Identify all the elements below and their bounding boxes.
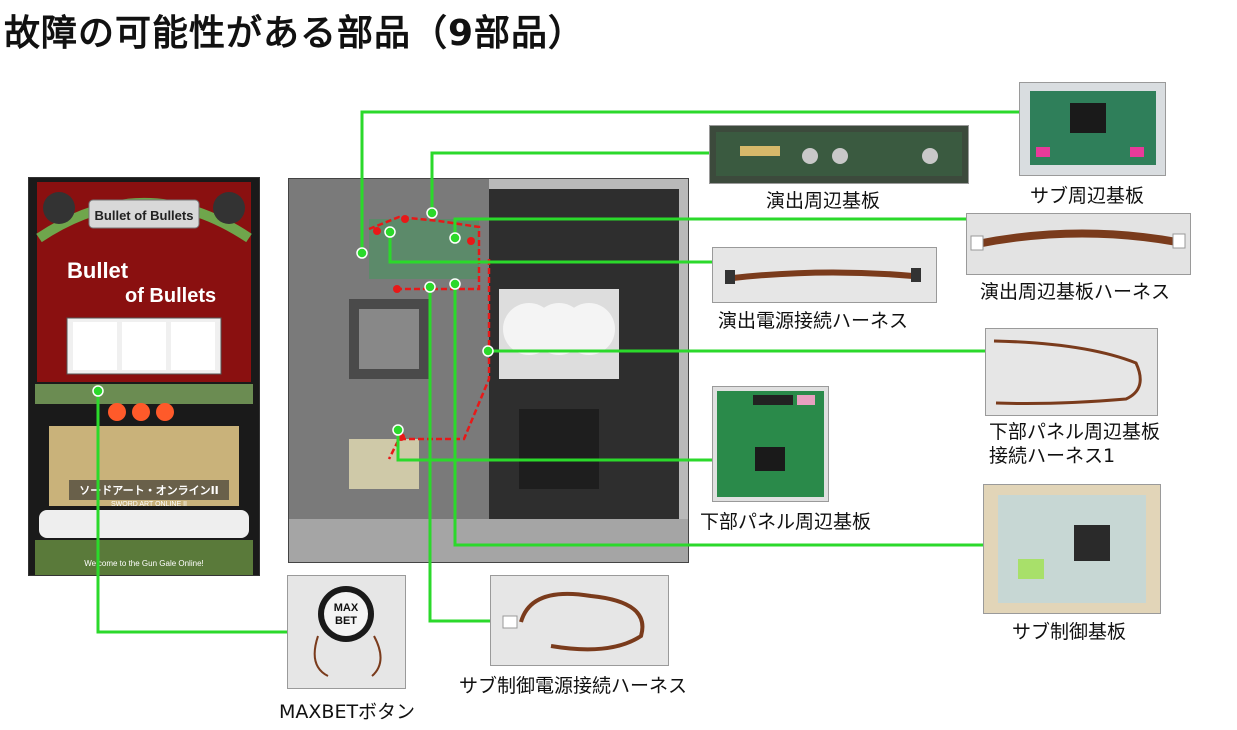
connector-sub-peripheral-board bbox=[360, 110, 1019, 253]
logo-line2: of Bullets bbox=[125, 285, 216, 307]
logo-line1: Bullet bbox=[67, 258, 129, 283]
bottom-text: Welcome to the Gun Gale Online! bbox=[84, 559, 203, 568]
caption-lower-panel-harness: 下部パネル周辺基板 接続ハーネス1 bbox=[989, 420, 1160, 468]
connector-dot-effect-peripheral-board bbox=[426, 207, 438, 219]
page-title: 故障の可能性がある部品（9部品） bbox=[4, 13, 586, 54]
top-badge-text: Bullet of Bullets bbox=[95, 208, 194, 223]
caption-maxbet-button: MAXBETボタン bbox=[279, 701, 416, 723]
connector-dot-lower-panel-harness bbox=[482, 345, 494, 357]
connector-dot-maxbet-button bbox=[92, 385, 104, 397]
caption-sub-peripheral-board: サブ周辺基板 bbox=[1030, 185, 1145, 207]
connector-effect-peripheral-harness bbox=[453, 217, 966, 238]
connector-sub-control-board bbox=[453, 284, 983, 547]
anime-sub-text: SWORD ART ONLINE II bbox=[111, 501, 187, 508]
connector-sub-control-power-harness bbox=[428, 287, 490, 623]
caption-effect-peripheral-harness: 演出周辺基板ハーネス bbox=[980, 281, 1171, 303]
caption-effect-peripheral-board: 演出周辺基板 bbox=[766, 190, 881, 212]
maxbet-cap-line2: BET bbox=[335, 615, 357, 627]
photo-effect-peripheral-harness bbox=[966, 213, 1191, 275]
connector-lower-panel-board bbox=[396, 430, 712, 462]
photo-sub-control-board bbox=[983, 484, 1161, 614]
connector-effect-power-harness bbox=[388, 232, 712, 264]
photo-sub-peripheral-board bbox=[1019, 82, 1166, 176]
connector-dot-sub-control-power-harness bbox=[424, 281, 436, 293]
photo-effect-power-harness bbox=[712, 247, 937, 303]
anime-logo-text: ソードアート・オンラインII bbox=[79, 484, 219, 497]
connector-dot-lower-panel-board bbox=[392, 424, 404, 436]
caption-lower-panel-harness-line1: 下部パネル周辺基板 bbox=[989, 421, 1161, 443]
photo-lower-panel-harness bbox=[985, 328, 1158, 416]
connector-dot-effect-power-harness bbox=[384, 226, 396, 238]
connector-maxbet-button bbox=[96, 391, 287, 634]
caption-effect-power-harness: 演出電源接続ハーネス bbox=[718, 310, 909, 332]
connector-dot-effect-peripheral-harness bbox=[449, 232, 461, 244]
caption-lower-panel-board: 下部パネル周辺基板 bbox=[700, 511, 872, 533]
photo-sub-control-power-harness bbox=[490, 575, 669, 666]
connector-dot-sub-peripheral-board bbox=[356, 247, 368, 259]
caption-sub-control-power-harness: サブ制御電源接続ハーネス bbox=[459, 675, 688, 697]
maxbet-cap-line1: MAX bbox=[334, 602, 359, 614]
caption-sub-control-board: サブ制御基板 bbox=[1012, 621, 1127, 643]
photo-lower-panel-board bbox=[712, 386, 829, 502]
slot-front-photo: Bullet of Bullets Bullet of Bullets ソードア… bbox=[28, 177, 260, 576]
connector-effect-peripheral-board bbox=[430, 151, 709, 213]
caption-lower-panel-harness-line2: 接続ハーネス1 bbox=[989, 445, 1116, 467]
photo-effect-peripheral-board bbox=[709, 125, 969, 184]
connector-dot-sub-control-board bbox=[449, 278, 461, 290]
